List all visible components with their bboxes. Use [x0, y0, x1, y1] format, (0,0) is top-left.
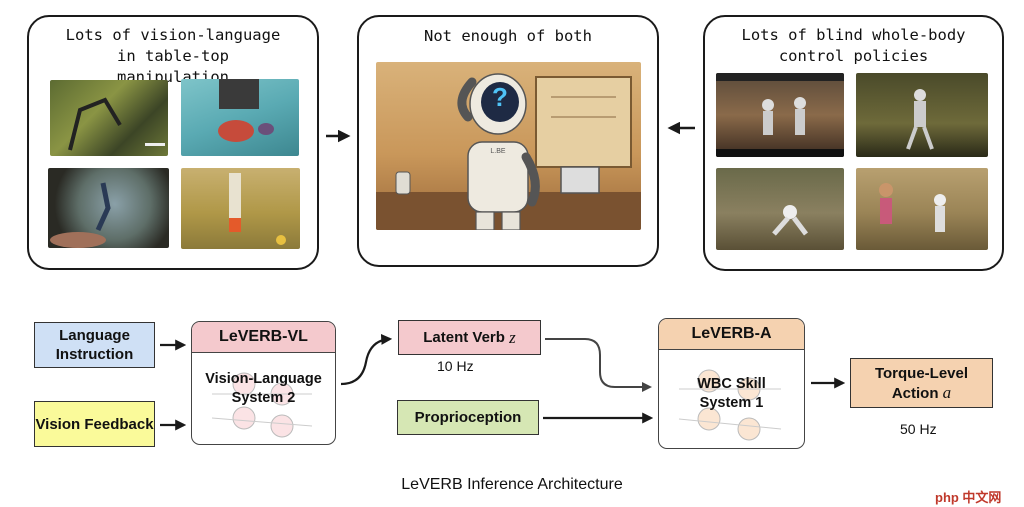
tabletop-image-3 [48, 168, 169, 248]
figure-caption: LeVERB Inference Architecture [401, 476, 623, 493]
watermark: php 中文网 [935, 490, 1002, 505]
leverb-a-system: LeVERB-A WBC Skill System 1 [658, 318, 805, 449]
tabletop-image-2 [181, 79, 299, 156]
neural-net-icon [678, 369, 782, 441]
arrow-vl-to-latent [340, 333, 393, 386]
robot-arm-icon [68, 97, 165, 151]
proprioception-box: Proprioception [397, 400, 539, 435]
wholebody-image-4 [856, 168, 988, 250]
latent-symbol: z [509, 328, 516, 347]
panel-center-title: Not enough of both [424, 27, 592, 45]
tabletop-image-1 [50, 80, 168, 156]
leverb-a-body: WBC Skill System 1 [697, 376, 766, 411]
wholebody-image-3 [716, 168, 844, 250]
robot-question-mark: ? [492, 82, 508, 112]
wholebody-image-2 [856, 73, 988, 157]
leverb-a-title: LeVERB-A [659, 319, 804, 350]
tabletop-image-4 [181, 168, 300, 249]
robot-illustration: ? L.BE [376, 62, 641, 230]
neural-net-icon [211, 372, 313, 438]
torque-symbol: a [942, 382, 952, 402]
latent-rate: 10 Hz [437, 358, 474, 374]
leverb-vl-title: LeVERB-VL [192, 322, 335, 353]
leverb-vl-system: LeVERB-VL Vision-Language System 2 [191, 321, 336, 445]
panel-wholebody-title: Lots of blind whole-body control policie… [741, 26, 966, 65]
torque-action-box: Torque-Level Action a [850, 358, 993, 408]
vision-feedback-box: Vision Feedback [34, 401, 155, 447]
leverb-vl-body: Vision-Language System 2 [205, 371, 322, 406]
arrow-latent-to-a [545, 338, 652, 392]
wholebody-image-1 [716, 73, 844, 157]
language-instruction-box: Language Instruction [34, 322, 155, 368]
torque-rate: 50 Hz [900, 421, 937, 437]
latent-verb-box: Latent Verb z [398, 320, 541, 355]
robot-chest-label: L.BE [490, 148, 506, 155]
